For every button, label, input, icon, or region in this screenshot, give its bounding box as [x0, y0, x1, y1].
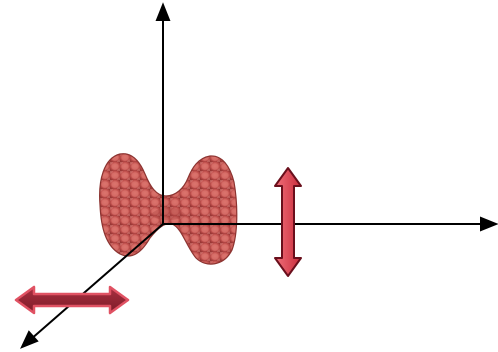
thyroid-gland — [100, 154, 237, 264]
vertical-axis-arrowhead — [157, 5, 169, 20]
horizontal-double-arrow — [16, 287, 128, 313]
vertical-double-arrow — [275, 168, 301, 276]
depth-axis — [30, 224, 163, 340]
horizontal-axis-arrowhead — [481, 218, 496, 230]
depth-axis-arrowhead — [22, 332, 37, 347]
